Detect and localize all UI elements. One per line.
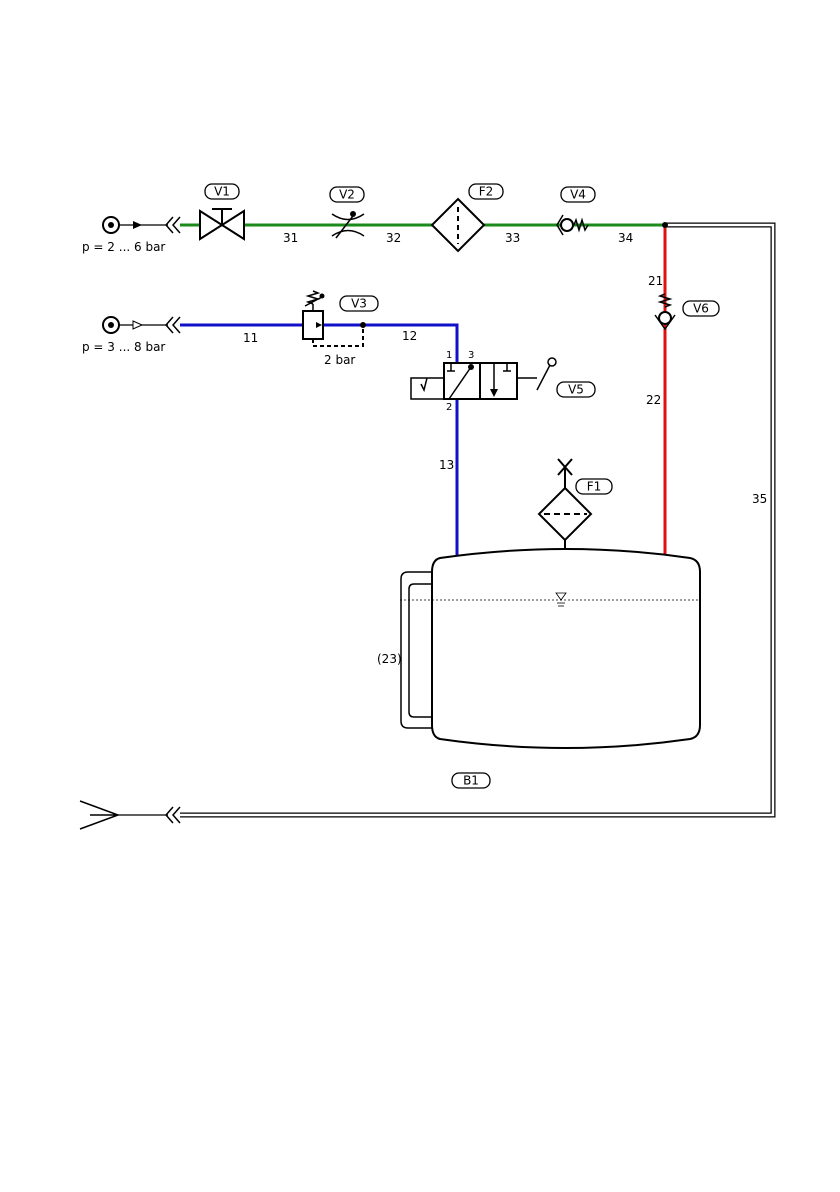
tag-v4: V4 (570, 188, 586, 202)
tag-v1: V1 (214, 185, 230, 199)
v5-port-3: 3 (468, 350, 474, 361)
line-label-12: 12 (402, 329, 417, 343)
directional-valve-v5 (411, 358, 556, 399)
line-label-11: 11 (243, 331, 258, 345)
junction-node (662, 222, 668, 228)
tag-f1: F1 (587, 480, 602, 494)
supply-upper-pressure: p = 2 ... 6 bar (82, 240, 165, 254)
line-label-35: 35 (752, 492, 767, 506)
check-valve-v4 (557, 215, 588, 235)
filter-f2 (432, 199, 484, 251)
v5-port-2: 2 (446, 402, 452, 413)
supply-upper-source (103, 217, 180, 233)
supply-lower-pressure: p = 3 ... 8 bar (82, 340, 165, 354)
line-label-13: 13 (439, 458, 454, 472)
tag-f2: F2 (479, 185, 494, 199)
tag-b1: B1 (463, 774, 479, 788)
line-label-21: 21 (648, 274, 663, 288)
exhaust-symbol (80, 801, 180, 829)
tag-v6: V6 (693, 302, 709, 316)
supply-lower-source (103, 317, 180, 333)
blue-line-11-13 (180, 325, 457, 573)
filter-f1 (539, 459, 591, 553)
tag-v5: V5 (568, 383, 584, 397)
line-label-31: 31 (283, 231, 298, 245)
line-label-23: (23) (377, 652, 402, 666)
v5-port-1: 1 (446, 350, 452, 361)
tag-v2: V2 (339, 188, 355, 202)
valve-v1 (200, 209, 244, 239)
line-label-32: 32 (386, 231, 401, 245)
tank-b1 (400, 549, 700, 748)
line-label-34: 34 (618, 231, 633, 245)
tag-v3: V3 (351, 297, 367, 311)
line-label-33: 33 (505, 231, 520, 245)
regulator-setting: 2 bar (324, 353, 355, 367)
line-label-22: 22 (646, 393, 661, 407)
